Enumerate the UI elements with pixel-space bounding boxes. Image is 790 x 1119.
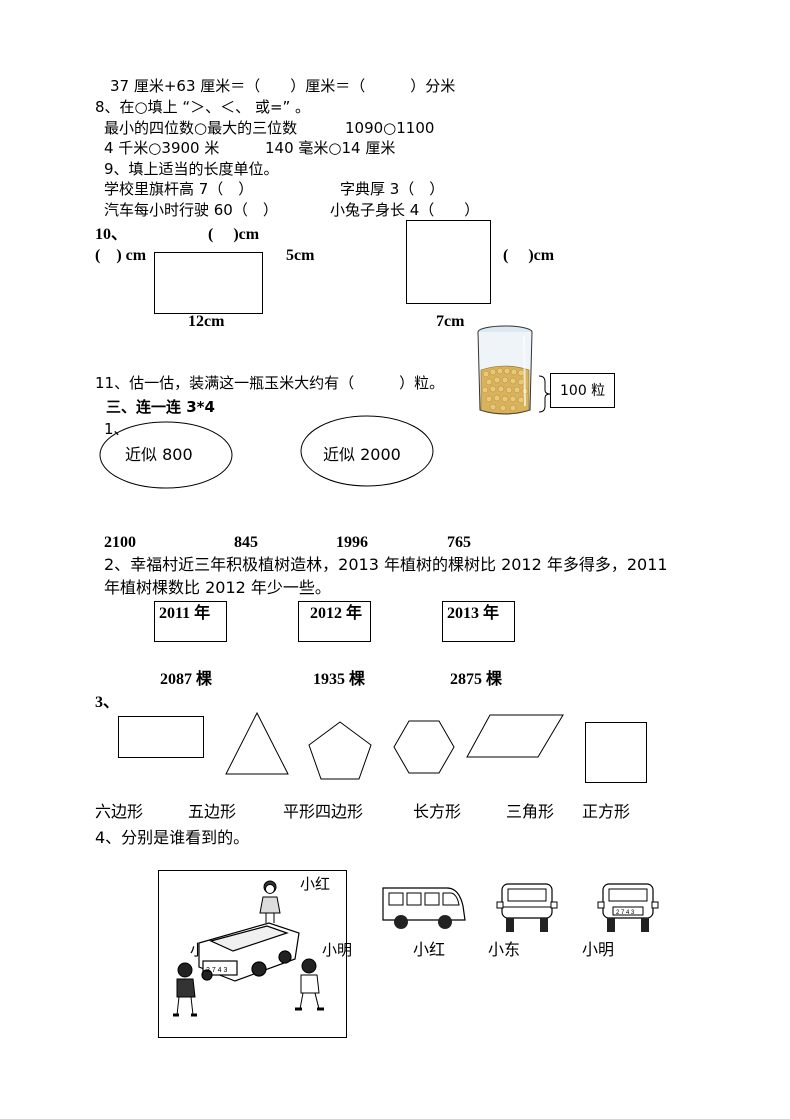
shape-hexagon: [393, 720, 455, 774]
scene-picture: 小红 小东 小明 2 7 4 3: [158, 870, 352, 1038]
q10-number: 10、: [95, 226, 128, 243]
view-label-xiaoming: 小明: [582, 940, 615, 959]
oval-label-800: 近似 800: [125, 445, 193, 464]
shape-pentagon: [308, 721, 372, 780]
shape-name-hexagon: 六边形: [95, 802, 144, 821]
q10-rectangle: [154, 252, 263, 314]
shape-triangle: [225, 711, 289, 775]
bus-side-view-icon: [382, 887, 466, 929]
car-rear-view-icon: [496, 883, 558, 932]
year-label-2012: 2012 年: [310, 605, 363, 622]
scene-label-xiaohong: 小红: [300, 875, 331, 893]
number-1996: 1996: [336, 534, 368, 551]
q9-item-d: 小兔子身长 4（ ）: [330, 201, 480, 219]
shape-name-pentagon: 五边形: [188, 802, 237, 821]
part4-title: 4、分别是谁看到的。: [95, 828, 250, 847]
car-plate-text: 2 7 4 3: [206, 967, 228, 974]
corn-jar-icon: [477, 325, 533, 415]
view-label-xiaohong: 小红: [413, 940, 446, 959]
year-label-2011: 2011 年: [159, 605, 211, 622]
oval-approx-800: [99, 421, 233, 489]
q8-item-a: 最小的四位数○最大的三位数: [104, 119, 298, 137]
q8-item-c: 4 千米○3900 米: [104, 139, 220, 157]
tree-count-2875: 2875 棵: [450, 671, 503, 688]
shape-name-parallelogram: 平形四边形: [283, 802, 364, 821]
number-2100: 2100: [104, 534, 136, 551]
q9-title: 9、填上适当的长度单位。: [104, 160, 279, 178]
q10-square-bottom-label: 7cm: [436, 313, 465, 330]
callout-box: 100 粒: [550, 373, 615, 408]
shape-parallelogram: [466, 714, 564, 758]
q10-square-blank: ( )cm: [503, 247, 555, 264]
q8-item-b: 1090○1100: [345, 119, 435, 137]
part2-line1: 2、幸福村近三年积极植树造林，2013 年植树的棵树比 2012 年多得多，20…: [104, 555, 668, 574]
year-box-2012: 2012 年: [298, 601, 371, 642]
q11-question: 11、估一估，装满这一瓶玉米大约有（ ）粒。: [95, 374, 445, 392]
q10-top-blank: ( )cm: [208, 226, 260, 243]
number-765: 765: [447, 534, 471, 551]
shape-square: [585, 722, 647, 783]
scene-label-xiaoming: 小明: [322, 941, 353, 959]
part1-number: 1、: [104, 420, 129, 438]
q10-rect-side-label: 5cm: [286, 247, 315, 264]
q8-item-d: 140 毫米○14 厘米: [265, 139, 396, 157]
tree-count-1935: 1935 棵: [313, 671, 366, 688]
q8-title: 8、在○填上 “＞、＜、 或=” 。: [95, 98, 311, 116]
car-and-children-drawing: 2 7 4 3: [173, 880, 324, 1017]
q9-item-c: 汽车每小时行驶 60（ ）: [104, 201, 278, 219]
shape-name-rectangle: 长方形: [413, 802, 462, 821]
year-label-2013: 2013 年: [447, 605, 500, 622]
oval-label-2000: 近似 2000: [323, 445, 401, 464]
plate-text-front: 2 7 4 3: [616, 910, 635, 916]
oval-approx-2000: [300, 415, 434, 487]
year-box-2013: 2013 年: [442, 601, 515, 642]
shape-rectangle: [118, 716, 204, 758]
q10-left-blank: ( ) cm: [95, 247, 147, 264]
view-label-xiaodong: 小东: [488, 940, 521, 959]
part2-line2: 年植树棵数比 2012 年少一些。: [104, 578, 331, 597]
brace-icon: [538, 375, 551, 413]
tree-count-2087: 2087 棵: [160, 671, 213, 688]
number-845: 845: [234, 534, 258, 551]
q9-item-a: 学校里旗杆高 7（ ）: [104, 180, 254, 198]
car-front-view-icon: 2 7 4 3: [597, 883, 659, 932]
q9-item-b: 字典厚 3（ ）: [340, 180, 445, 198]
unit-conversion-line: 37 厘米+63 厘米＝（ ）厘米＝（ ）分米: [110, 77, 456, 95]
shape-name-triangle: 三角形: [506, 802, 555, 821]
q10-rect-bottom-label: 12cm: [188, 313, 225, 330]
q10-square: [406, 220, 491, 304]
callout-label: 100 粒: [560, 383, 606, 399]
shape-name-square: 正方形: [582, 802, 631, 821]
section-heading: 三、连一连 3*4: [106, 398, 215, 416]
part3-number: 3、: [95, 694, 120, 711]
year-box-2011: 2011 年: [154, 601, 227, 642]
